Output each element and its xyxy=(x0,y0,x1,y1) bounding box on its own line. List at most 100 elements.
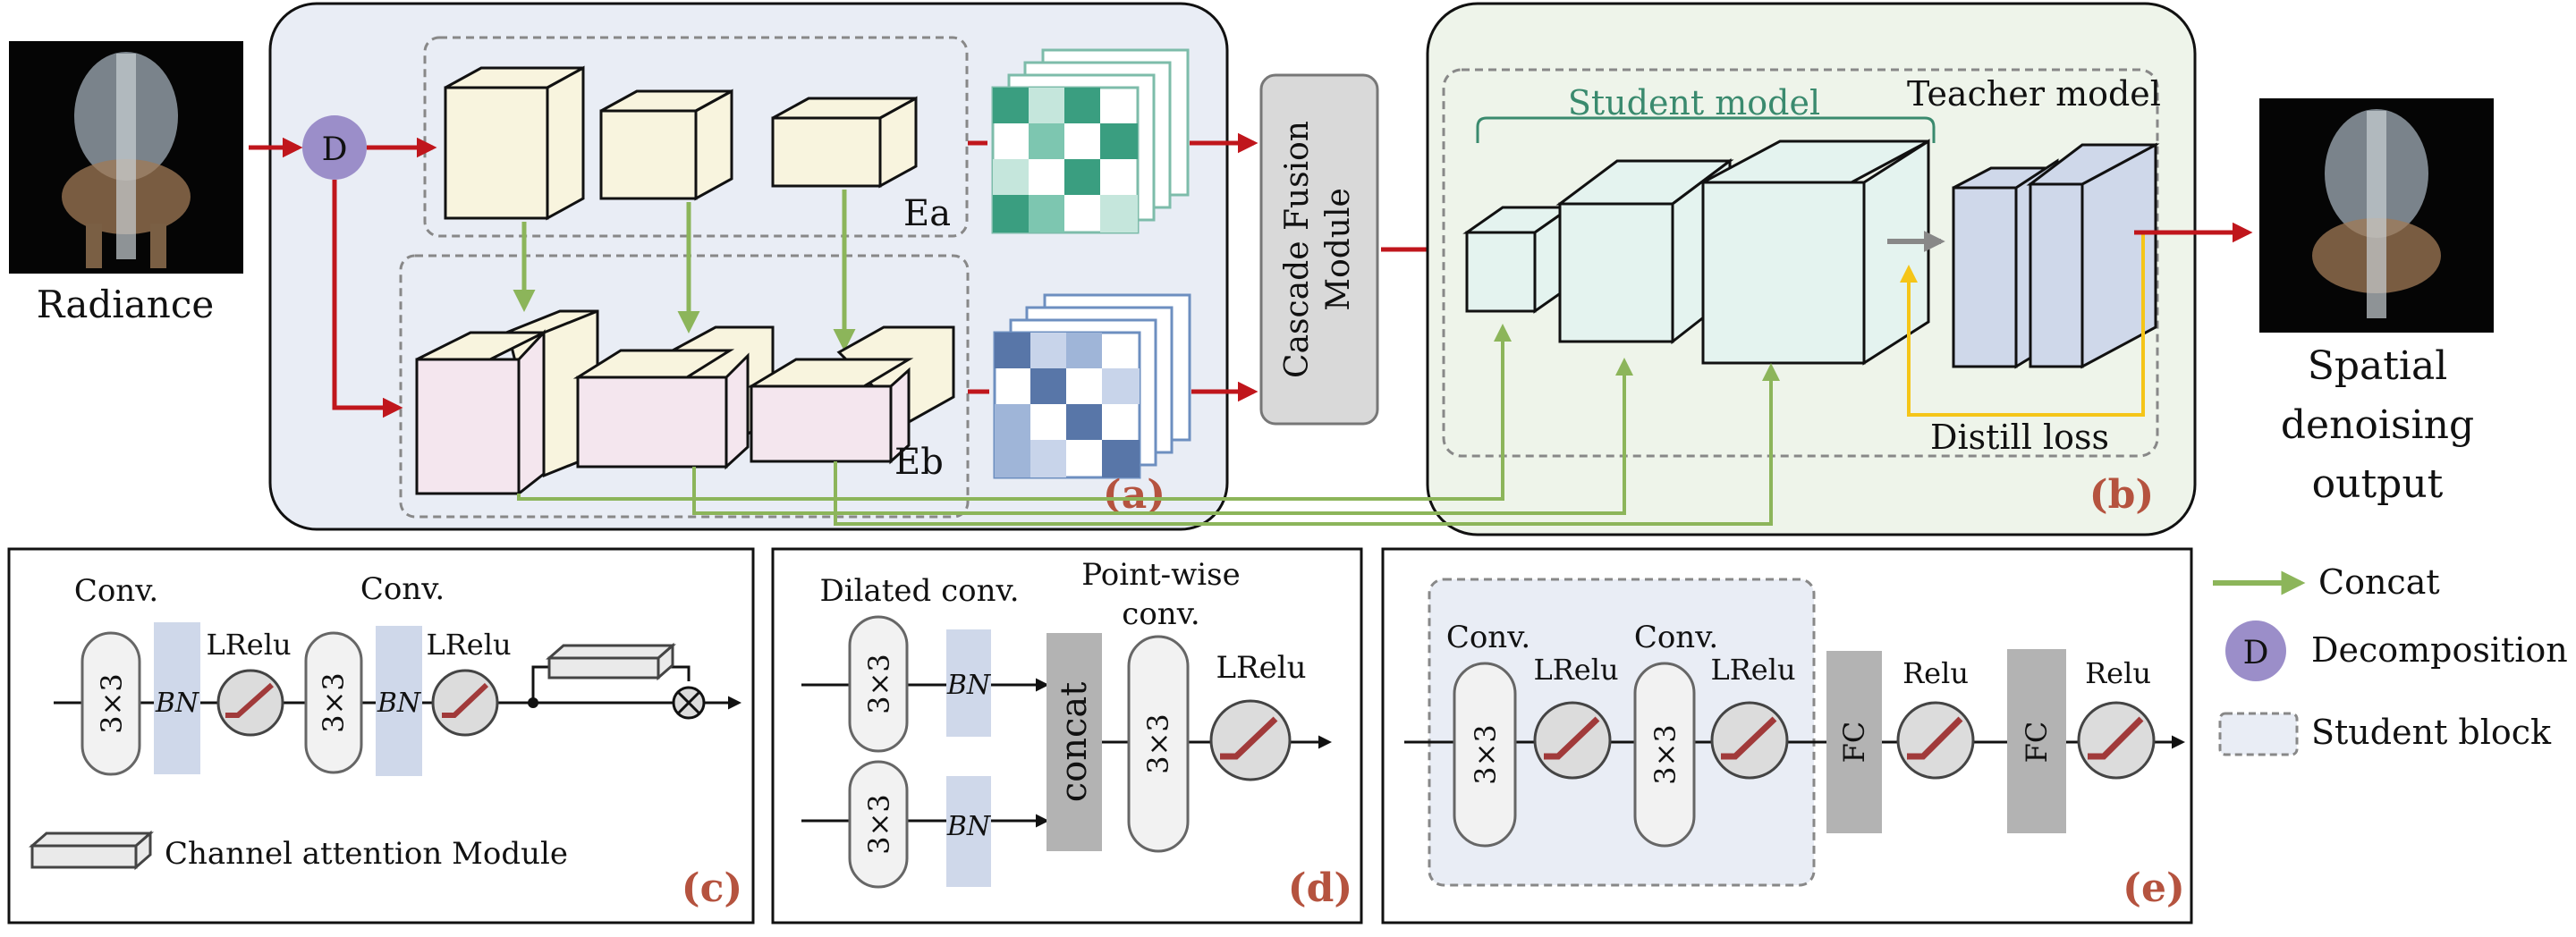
cascade-fusion-module: Cascade Fusion Module xyxy=(1259,73,1379,426)
panel-e-conv2-label: Conv. xyxy=(1634,620,1718,655)
legend-decomposition-label: Decomposition xyxy=(2311,630,2568,670)
radiance-label: Radiance xyxy=(37,283,214,326)
feature-maps-a xyxy=(991,48,1190,234)
panel-e-lrelu1-label: LRelu xyxy=(1533,653,1618,687)
encoder-b-cube-3 xyxy=(746,325,955,465)
radiance-input-image xyxy=(9,41,243,274)
panel-e-fc1: FC xyxy=(1826,651,1882,833)
distill-loss-label: Distill loss xyxy=(1930,418,2109,457)
panel-c-lrelu1-label: LRelu xyxy=(206,628,291,662)
panel-c-branch-dot xyxy=(528,697,538,708)
teacher-model-label: Teacher model xyxy=(1907,74,2161,114)
legend-student-block-icon xyxy=(2218,712,2299,756)
panel-e-fc2: FC xyxy=(2007,649,2066,833)
panel-d-pointwise-line-1: Point-wise xyxy=(1081,557,1240,593)
panel-d-bn-bottom: BN xyxy=(946,776,992,887)
student-model-label: Student model xyxy=(1568,83,1820,122)
panel-c-bn1: BN xyxy=(154,622,200,774)
panel-c-conv2-kernel: 3×3 xyxy=(304,631,363,774)
encoder-a-cube-3 xyxy=(771,96,918,189)
svg-text:3×3: 3×3 xyxy=(1648,724,1682,785)
panel-c-conv2-label: Conv. xyxy=(360,571,445,607)
panel-e-conv2-kernel: 3×3 xyxy=(1633,662,1696,848)
skip-connection-1 xyxy=(517,324,1512,501)
panel-e-relu1-label: Relu xyxy=(1902,656,1969,690)
panel-d-concat-block: concat xyxy=(1046,633,1102,851)
skip-connection-3 xyxy=(834,363,1780,526)
panel-c-conv1-kernel: 3×3 xyxy=(80,631,141,776)
panel-d-bn-top: BN xyxy=(946,629,992,737)
encoder-b-cube-2 xyxy=(572,325,775,470)
panel-e-conv1-label: Conv. xyxy=(1446,620,1530,655)
panel-e-lrelu1 xyxy=(1533,701,1612,780)
svg-text:3×3: 3×3 xyxy=(95,673,129,734)
student-cube-1 xyxy=(1462,205,1575,314)
student-cube-2 xyxy=(1555,158,1734,345)
svg-text:D: D xyxy=(2243,635,2269,671)
panel-c-lrelu2 xyxy=(431,669,499,737)
panel-c-attention-legend-label: Channel attention Module xyxy=(165,836,568,872)
panel-c-bn2: BN xyxy=(376,626,422,776)
svg-text:3×3: 3×3 xyxy=(862,654,896,714)
encoder-a-block xyxy=(423,36,969,238)
panel-a-caption: (a) xyxy=(1103,472,1165,518)
skip-connection-2 xyxy=(692,358,1633,515)
student-teacher-block xyxy=(1442,68,2159,458)
encoder-a-cube-2 xyxy=(599,89,733,201)
panel-c-lrelu2-label: LRelu xyxy=(426,628,511,662)
svg-text:BN: BN xyxy=(946,811,992,842)
svg-text:FC: FC xyxy=(2020,722,2054,764)
panel-c-conv1-label: Conv. xyxy=(74,573,158,609)
svg-text:Cascade Fusion: Cascade Fusion xyxy=(1279,121,1316,378)
encoder-a-label: Ea xyxy=(903,193,951,234)
svg-text:Module: Module xyxy=(1320,188,1357,311)
legend-concat-label: Concat xyxy=(2318,562,2440,602)
denoised-output-image xyxy=(2259,98,2494,333)
panel-c-lrelu1 xyxy=(216,669,284,737)
panel-c-caption: (c) xyxy=(682,865,742,911)
panel-c-attention-legend-icon xyxy=(29,830,154,871)
svg-text:D: D xyxy=(322,131,348,168)
output-label-line-2: denoising xyxy=(2281,402,2474,448)
decomposition-node: D xyxy=(302,115,367,180)
legend-student-block-label: Student block xyxy=(2311,713,2552,752)
encoder-b-cube-1 xyxy=(415,309,599,497)
encoder-b-label: Eb xyxy=(894,442,944,483)
panel-e-relu2 xyxy=(2077,701,2156,780)
svg-text:BN: BN xyxy=(946,670,992,701)
panel-e-student-block xyxy=(1428,578,1816,887)
svg-text:BN: BN xyxy=(377,688,422,719)
panel-d-caption: (d) xyxy=(1288,865,1352,911)
svg-text:3×3: 3×3 xyxy=(1469,724,1503,785)
panel-d-dilated-kernel-bottom: 3×3 xyxy=(848,760,909,889)
panel-e-relu2-label: Relu xyxy=(2085,656,2151,690)
panel-b-caption: (b) xyxy=(2089,472,2154,518)
student-cube-3 xyxy=(1701,139,1930,366)
output-label-line-3: output xyxy=(2312,461,2444,507)
panel-d-pointwise-kernel: 3×3 xyxy=(1127,635,1190,853)
panel-d-dilated-kernel-top: 3×3 xyxy=(848,615,909,753)
svg-text:3×3: 3×3 xyxy=(317,672,351,733)
svg-text:BN: BN xyxy=(155,688,200,719)
panel-e-conv1-kernel: 3×3 xyxy=(1453,662,1517,848)
panel-d-lrelu-label: LRelu xyxy=(1216,650,1306,686)
svg-text:3×3: 3×3 xyxy=(862,794,896,855)
panel-e-caption: (e) xyxy=(2123,865,2185,911)
svg-text:3×3: 3×3 xyxy=(1141,713,1175,774)
feature-maps-b xyxy=(993,293,1191,479)
svg-text:concat: concat xyxy=(1054,682,1095,803)
student-model-brace xyxy=(1476,116,1936,143)
output-label-line-1: Spatial xyxy=(2308,343,2448,389)
svg-text:FC: FC xyxy=(1837,722,1871,764)
panel-d-pointwise-line-2: conv. xyxy=(1122,596,1199,632)
panel-e-relu1 xyxy=(1896,701,1975,780)
decomp-to-eb-arrow xyxy=(332,180,403,418)
legend-decomposition-icon: D xyxy=(2225,620,2286,681)
teacher-block-2 xyxy=(2026,142,2160,369)
panel-e-lrelu2-label: LRelu xyxy=(1710,653,1795,687)
panel-c-channel-attention-module xyxy=(546,642,676,681)
panel-d-dilated-label: Dilated conv. xyxy=(819,573,1019,609)
encoder-b-block xyxy=(399,254,970,519)
encoder-a-cube-1 xyxy=(444,65,585,221)
